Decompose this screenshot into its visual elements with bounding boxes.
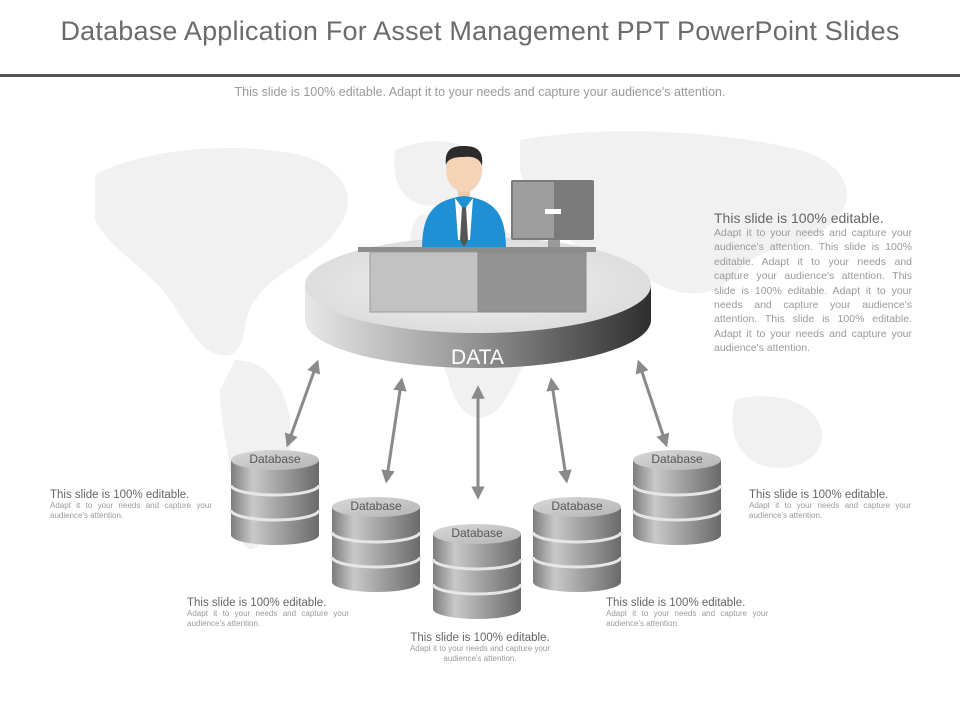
- note-database-5: This slide is 100% editable. Adapt it to…: [749, 489, 911, 521]
- side-description: This slide is 100% editable. Adapt it to…: [714, 210, 912, 356]
- database-cylinder-2: [330, 497, 422, 592]
- database-label-5: Database: [651, 452, 703, 466]
- arrow-database-5: [635, 359, 670, 448]
- slide-subtitle: This slide is 100% editable. Adapt it to…: [234, 85, 726, 99]
- database-label-2: Database: [350, 499, 402, 513]
- data-hub-label: DATA: [451, 346, 504, 369]
- note-body: Adapt it to your needs and capture your …: [187, 609, 349, 628]
- person-icon: [422, 146, 506, 250]
- note-database-2: This slide is 100% editable. Adapt it to…: [187, 597, 349, 629]
- side-description-body: Adapt it to your needs and capture your …: [714, 227, 912, 355]
- connection-arrows: [284, 359, 670, 500]
- note-database-3: This slide is 100% editable. Adapt it to…: [404, 632, 556, 664]
- note-database-4: This slide is 100% editable. Adapt it to…: [606, 597, 768, 629]
- note-heading: This slide is 100% editable.: [606, 597, 746, 609]
- note-database-1: This slide is 100% editable. Adapt it to…: [50, 489, 212, 521]
- note-body: Adapt it to your needs and capture your …: [50, 501, 212, 520]
- desk: [358, 247, 596, 313]
- note-heading: This slide is 100% editable.: [749, 489, 889, 501]
- note-heading: This slide is 100% editable.: [410, 632, 550, 644]
- note-body: Adapt it to your needs and capture your …: [749, 501, 911, 520]
- database-cylinder-4: [531, 497, 623, 592]
- monitor-icon: [511, 180, 594, 248]
- note-heading: This slide is 100% editable.: [187, 597, 327, 609]
- database-cylinder-3: [431, 524, 523, 619]
- title-divider: [0, 74, 960, 77]
- note-heading: This slide is 100% editable.: [50, 489, 190, 501]
- note-body: Adapt it to your needs and capture your …: [606, 609, 768, 628]
- database-label-4: Database: [551, 499, 603, 513]
- slide-title: Database Application For Asset Managemen…: [60, 16, 900, 46]
- database-label-3: Database: [451, 526, 503, 540]
- database-cylinder-1: [229, 450, 321, 545]
- database-label-1: Database: [249, 452, 301, 466]
- note-body: Adapt it to your needs and capture your …: [409, 644, 551, 663]
- arrow-database-4: [546, 377, 572, 484]
- arrow-database-2: [381, 377, 407, 484]
- arrow-database-1: [284, 359, 321, 448]
- database-cylinder-5: [631, 450, 723, 545]
- side-description-heading: This slide is 100% editable.: [714, 210, 884, 226]
